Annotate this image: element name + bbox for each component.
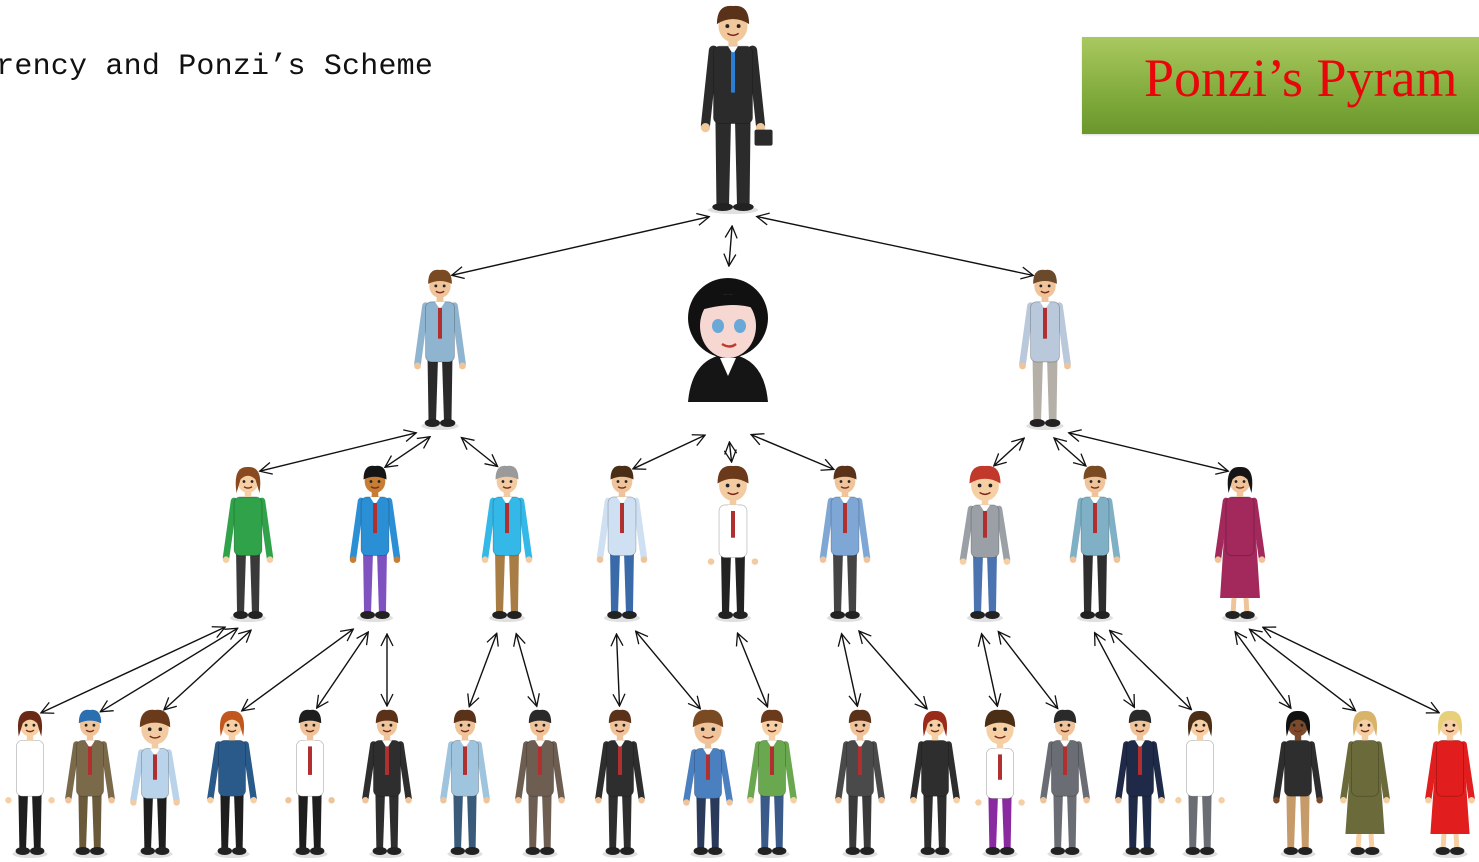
person-figure bbox=[683, 709, 733, 858]
connector-arrow bbox=[452, 217, 710, 276]
connector-arrow bbox=[469, 633, 497, 707]
connector-arrow bbox=[617, 634, 620, 706]
person-figure bbox=[349, 465, 401, 622]
connector-arrow bbox=[994, 438, 1024, 466]
connector-arrow bbox=[1263, 627, 1439, 713]
connector-arrow bbox=[1250, 629, 1356, 710]
connector-arrow bbox=[982, 634, 998, 707]
connector-arrow bbox=[242, 629, 354, 711]
connector-arrow bbox=[757, 217, 1034, 276]
person-figure bbox=[688, 278, 768, 402]
person-figure bbox=[819, 465, 871, 622]
connector-arrow bbox=[1235, 632, 1291, 709]
connector-arrow bbox=[516, 634, 537, 707]
person-figure bbox=[707, 465, 759, 622]
person-figure bbox=[747, 709, 797, 858]
person-figure bbox=[596, 465, 648, 622]
person-figure bbox=[440, 709, 490, 858]
connector-arrow bbox=[41, 627, 225, 713]
person-figure bbox=[1175, 710, 1225, 858]
connector-arrow bbox=[317, 632, 369, 708]
connector-arrow bbox=[636, 631, 701, 709]
connector-arrow bbox=[1054, 438, 1086, 466]
person-figure bbox=[414, 269, 466, 430]
person-figure bbox=[130, 709, 180, 858]
person-figure bbox=[362, 709, 412, 858]
connector-arrow bbox=[260, 433, 417, 471]
person-figure bbox=[700, 5, 773, 214]
person-figure bbox=[5, 710, 55, 858]
person-figure bbox=[1019, 269, 1071, 430]
connector-arrow bbox=[633, 435, 705, 469]
person-figure bbox=[481, 465, 533, 622]
person-figure bbox=[515, 709, 565, 858]
person-figure bbox=[1069, 465, 1121, 622]
person-figure bbox=[835, 709, 885, 858]
person-figure bbox=[595, 709, 645, 858]
slide-caption: rrency and Ponzi’s Scheme bbox=[0, 50, 434, 84]
connector-arrow bbox=[751, 435, 834, 470]
person-figure bbox=[65, 709, 115, 858]
person-figure bbox=[959, 465, 1011, 622]
person-figure bbox=[1425, 710, 1475, 858]
person-figure bbox=[975, 709, 1025, 858]
connector-arrow bbox=[729, 226, 732, 266]
person-figure bbox=[1214, 466, 1266, 622]
person-figure bbox=[207, 710, 257, 858]
connector-arrows bbox=[41, 217, 1439, 713]
people-figures bbox=[5, 5, 1475, 858]
connector-arrow bbox=[738, 633, 768, 707]
banner-title: Ponzi’s Pyram bbox=[1144, 48, 1458, 108]
connector-arrow bbox=[859, 631, 927, 709]
person-figure bbox=[910, 710, 960, 858]
connector-arrow bbox=[842, 634, 858, 707]
connector-arrow bbox=[1069, 433, 1229, 471]
connector-arrow bbox=[1110, 630, 1192, 709]
person-figure bbox=[1115, 709, 1165, 858]
person-figure bbox=[1040, 709, 1090, 858]
connector-arrow bbox=[998, 632, 1057, 709]
person-figure bbox=[222, 466, 274, 622]
connector-arrow bbox=[729, 442, 731, 462]
connector-arrow bbox=[461, 438, 497, 467]
person-figure bbox=[285, 709, 335, 858]
title-banner: Ponzi’s Pyram bbox=[1082, 37, 1479, 134]
person-figure bbox=[1340, 710, 1390, 858]
connector-arrow bbox=[164, 630, 251, 710]
connector-arrow bbox=[385, 437, 430, 468]
connector-arrow bbox=[1095, 633, 1135, 708]
connector-arrow bbox=[100, 628, 237, 712]
person-figure bbox=[1273, 710, 1323, 858]
